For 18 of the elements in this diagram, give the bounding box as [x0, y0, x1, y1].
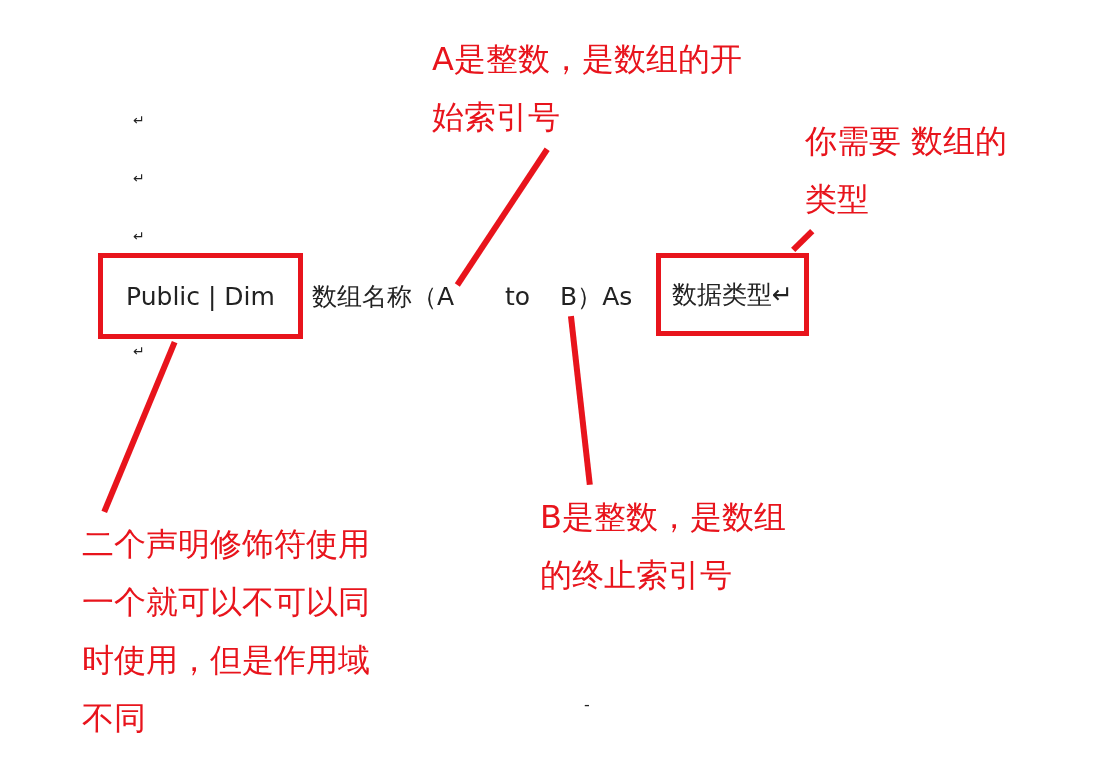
paragraph-mark: ↵: [133, 343, 145, 359]
leader-line: [454, 147, 550, 287]
code-text: B）As: [560, 280, 633, 313]
keyword-box: Public | Dim: [98, 253, 303, 339]
leader-line: [567, 315, 593, 486]
leader-line: [101, 340, 178, 513]
annotation-text: B是整数，是数组的终止索引号: [540, 488, 805, 604]
code-text: 数组名称（A: [312, 280, 455, 313]
annotation-text: 二个声明修饰符使用一个就可以不可以同时使用，但是作用域不同: [82, 515, 382, 747]
type-box: 数据类型↵: [656, 253, 809, 336]
dash-mark: -: [584, 695, 590, 714]
paragraph-mark: ↵: [133, 170, 145, 186]
paragraph-mark: ↵: [133, 112, 145, 128]
paragraph-mark: ↵: [133, 228, 145, 244]
code-text: to: [505, 282, 531, 311]
annotation-text: A是整数，是数组的开始索引号: [432, 30, 742, 146]
annotation-text: 你需要 数组的类型: [805, 112, 1025, 228]
leader-line: [791, 228, 815, 253]
